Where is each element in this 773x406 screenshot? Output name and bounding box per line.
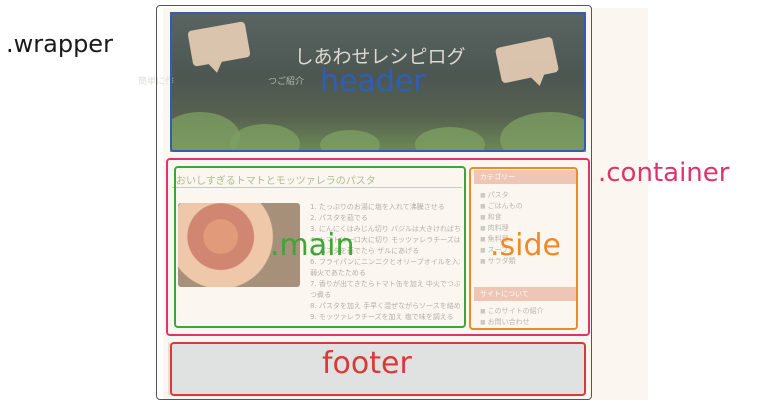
recipe-step: 7. 香りが出てきたらトマト缶を加え 中火でつぶ [310,280,460,288]
recipe-step: 2. パスタを茹でる [310,214,368,222]
site-subtitle-right: つご紹介 [268,77,305,87]
side-about-list: このサイトの紹介 お問い合わせ [480,306,544,328]
header-label: header [320,64,426,99]
post-title: おいしすぎるトマトとモッツァレラのパスタ [172,170,462,188]
main-outline [174,166,466,328]
recipe-step: 5. パスタを茹でたら ザルにあげる [310,247,420,255]
recipe-step: つ煮る [310,291,331,299]
side-category-item: 魚料理 [480,234,523,245]
lettuce-leaf [320,130,380,152]
side-category-item: パスタ [480,190,523,201]
lettuce-leaf [170,112,240,152]
recipe-step: 4. トマトは一口大に切り モッツァレラチーズは大きめの一口大に [310,236,460,244]
recipe-step: 9. モッツァレラチーズを加え 塩で味を調える [310,313,454,321]
side-about-item: このサイトの紹介 [480,306,544,317]
recipe-steps: 1. たっぷりのお湯に塩を入れて沸騰させる 2. パスタを茹でる 3. にんにく… [310,202,460,323]
lettuce-leaf [415,127,485,152]
side-category-item: サラダ類 [480,256,523,267]
footer-outline [170,342,586,396]
recipe-step: 弱火であたためる [310,269,366,277]
lettuce-leaf [230,124,300,152]
recipe-step: 1. たっぷりのお湯に塩を入れて沸騰させる [310,203,445,211]
side-outline [469,167,578,330]
side-category-item: 和食 [480,212,523,223]
side-category-list: パスタ ごはんもの 和食 肉料理 魚料理 スープ サラダ類 [480,190,523,267]
side-category-item: スープ [480,245,523,256]
side-heading-about: サイトについて [474,287,576,301]
side-heading-categories: カテゴリー [474,170,576,184]
main-label: .main [270,228,355,263]
recipe-step: 3. にんにくはみじん切り バジルは大きければちぎる [310,225,460,233]
wrapper-label: .wrapper [6,30,113,58]
side-about-item: お問い合わせ [480,317,544,328]
footer-background [168,343,586,395]
side-category-item: 肉料理 [480,223,523,234]
pasta-photo [178,203,300,287]
side-label: .side [490,228,562,263]
container-outline [166,158,590,336]
container-label: .container [598,158,730,188]
wrapper-outline [156,5,592,400]
header-outline [170,12,586,152]
site-title: しあわせレシピログ [294,46,466,68]
side-category-item: ごはんもの [480,201,523,212]
recipe-step: 6. フライパンにニンニクとオリーブオイルを入れ [310,258,460,266]
footer-label: footer [322,346,412,381]
recipe-step: 8. パスタを加え 手早く混ぜながらソースを絡める [310,302,460,310]
header-image: しあわせレシピログ [170,12,586,152]
